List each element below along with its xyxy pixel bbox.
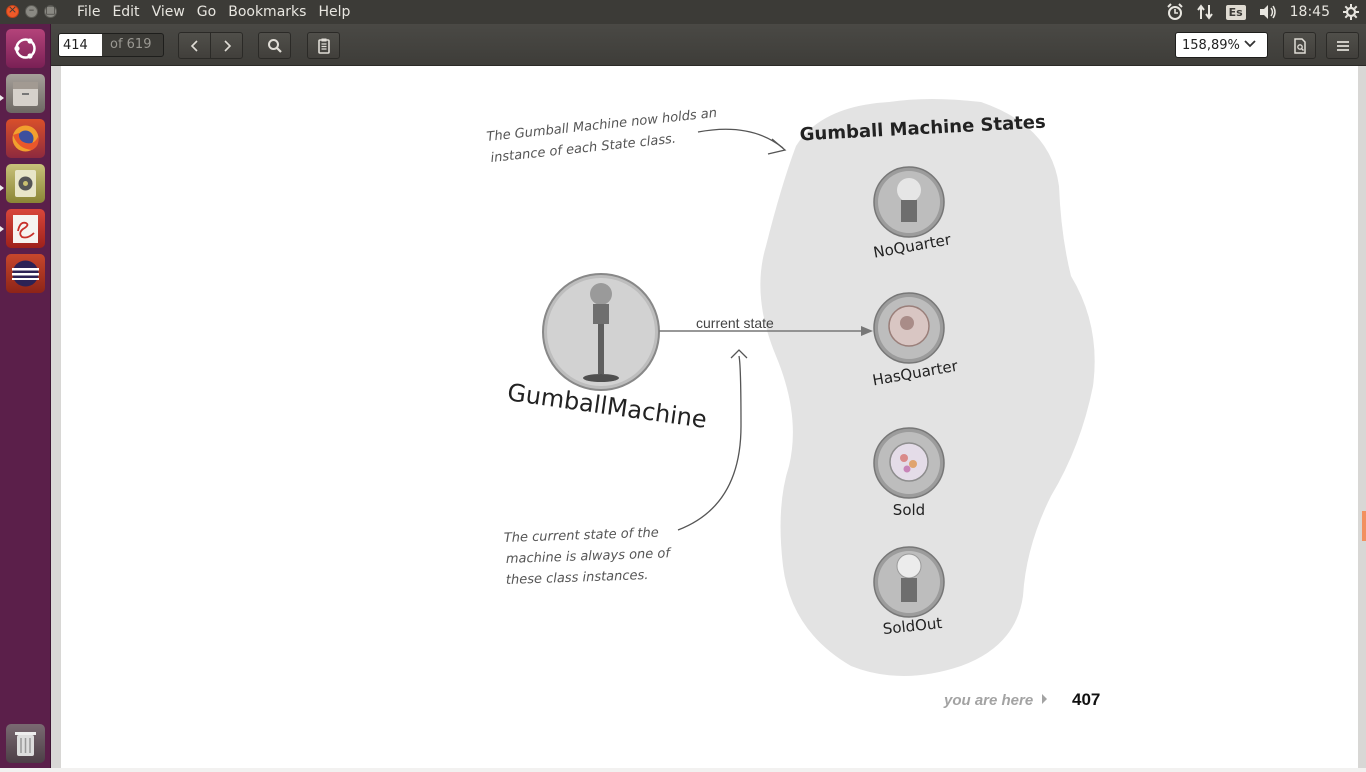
menu-go[interactable]: Go bbox=[196, 4, 217, 20]
system-tray: Es 18:45 bbox=[1160, 0, 1366, 24]
menu-list: File Edit View Go Bookmarks Help bbox=[71, 3, 356, 21]
arrowhead bbox=[861, 326, 873, 336]
window-minimize-button[interactable]: – bbox=[25, 3, 38, 18]
sold-state-icon bbox=[873, 427, 945, 499]
window-maximize-button[interactable]: □ bbox=[44, 3, 57, 18]
firefox-icon[interactable] bbox=[6, 119, 45, 158]
menu-edit[interactable]: Edit bbox=[112, 4, 140, 20]
footer-hint: you are here bbox=[943, 692, 1033, 709]
trash-icon[interactable] bbox=[6, 724, 45, 763]
maximize-icon: □ bbox=[45, 3, 56, 16]
annotation-top-arrow bbox=[697, 128, 784, 149]
app-menu-button[interactable] bbox=[1326, 32, 1359, 59]
volume-icon[interactable] bbox=[1252, 0, 1284, 24]
reader-toolbar: of 619 158,89% bbox=[51, 24, 1366, 66]
chevron-left-icon bbox=[190, 39, 198, 52]
launcher-sidebar bbox=[0, 24, 51, 768]
gumball-machine-icon bbox=[542, 273, 660, 391]
state-label-sold: Sold bbox=[893, 501, 925, 519]
search-icon bbox=[267, 38, 282, 53]
running-indicator bbox=[0, 95, 4, 102]
page-navigator: of 619 bbox=[58, 33, 164, 57]
page-number-input[interactable] bbox=[59, 34, 102, 56]
arrowhead bbox=[730, 349, 748, 359]
network-transfer-icon[interactable] bbox=[1190, 0, 1220, 24]
state-diagram: Gumball Machine States The Gumball Machi… bbox=[486, 99, 1100, 709]
document-reader-icon[interactable] bbox=[6, 209, 45, 248]
zoom-value: 158,89% bbox=[1182, 37, 1240, 53]
annotation-bottom-arrow bbox=[677, 355, 742, 531]
keyboard-layout-label: Es bbox=[1225, 4, 1246, 20]
arrowhead bbox=[767, 138, 787, 155]
page-count-label: of 619 bbox=[110, 37, 152, 52]
chevron-down-icon bbox=[1240, 39, 1256, 51]
minimize-icon: – bbox=[28, 3, 35, 16]
top-menu-bar: × – □ File Edit View Go Bookmarks Help E… bbox=[0, 0, 1366, 24]
next-page-button[interactable] bbox=[210, 32, 243, 59]
scrollbar-position-indicator[interactable] bbox=[1362, 511, 1366, 541]
running-indicator bbox=[0, 226, 4, 233]
footer-triangle-icon bbox=[1042, 694, 1047, 704]
document-search-icon bbox=[1293, 37, 1306, 54]
close-icon: × bbox=[7, 3, 18, 16]
ubuntu-dash-icon[interactable] bbox=[6, 29, 45, 68]
document-page: Gumball Machine States The Gumball Machi… bbox=[61, 66, 1358, 768]
files-icon[interactable] bbox=[6, 74, 45, 113]
zoom-select[interactable]: 158,89% bbox=[1175, 32, 1268, 58]
document-viewport[interactable]: Gumball Machine States The Gumball Machi… bbox=[51, 66, 1366, 768]
keyboard-layout-indicator[interactable]: Es bbox=[1220, 0, 1252, 24]
window-close-button[interactable]: × bbox=[6, 3, 19, 18]
eclipse-icon[interactable] bbox=[6, 254, 45, 293]
running-indicator bbox=[0, 185, 4, 192]
previous-page-button[interactable] bbox=[178, 32, 211, 59]
alarm-clock-icon[interactable] bbox=[1160, 0, 1190, 24]
annotation-bottom-line2: machine is always one of bbox=[506, 546, 673, 567]
clock[interactable]: 18:45 bbox=[1289, 4, 1330, 20]
arrow-label: current state bbox=[696, 315, 774, 331]
page-number: 407 bbox=[1072, 690, 1100, 709]
sold-out-state-icon bbox=[873, 546, 945, 618]
menu-bookmarks[interactable]: Bookmarks bbox=[228, 4, 307, 20]
menu-help[interactable]: Help bbox=[318, 4, 351, 20]
settings-gear-icon[interactable] bbox=[1336, 0, 1366, 24]
hamburger-menu-icon bbox=[1336, 40, 1349, 51]
states-container-blob bbox=[760, 99, 1095, 676]
has-quarter-state-icon bbox=[873, 292, 945, 364]
no-quarter-state-icon bbox=[873, 166, 945, 238]
menu-view[interactable]: View bbox=[151, 4, 185, 20]
document-properties-button[interactable] bbox=[1283, 32, 1316, 59]
annotation-bottom-line3: these class instances. bbox=[506, 568, 649, 588]
chevron-right-icon bbox=[223, 39, 231, 52]
clipboard-icon bbox=[317, 38, 330, 54]
search-button[interactable] bbox=[258, 32, 291, 59]
annotation-bottom-line1: The current state of the bbox=[504, 526, 659, 546]
menu-file[interactable]: File bbox=[77, 4, 101, 20]
annotations-button[interactable] bbox=[307, 32, 340, 59]
audio-player-icon[interactable] bbox=[6, 164, 45, 203]
